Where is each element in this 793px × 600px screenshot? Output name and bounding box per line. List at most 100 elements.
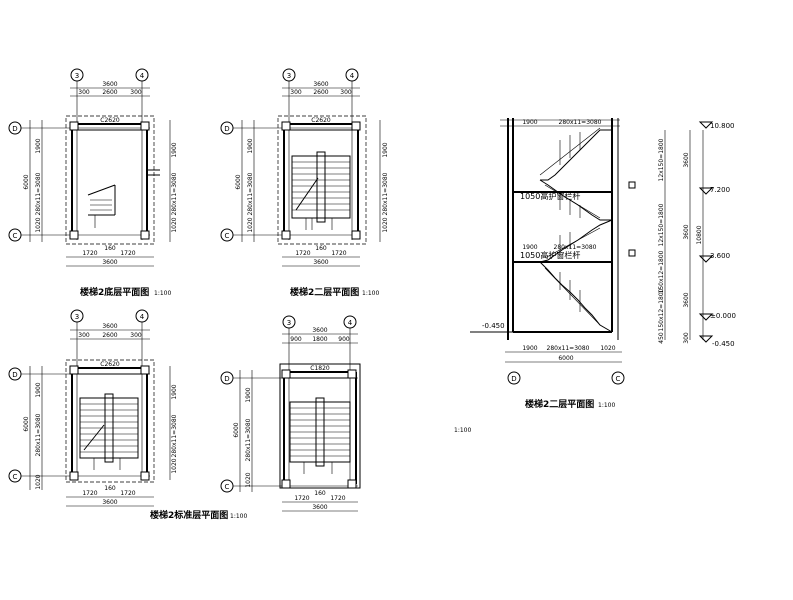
axis-label: C [225,483,230,491]
dim-bot-part: 160 [314,490,326,497]
dim-left-part: 280x11=3080 [35,172,42,215]
dim-left-total: 6000 [235,174,242,189]
dim-vert: 12x150=1800 [658,203,665,246]
dim-vert: 3600 [683,292,690,307]
dim-right-part: 280x11=3080 [171,414,178,457]
plan-scale: 1:100 [362,290,379,297]
plan-top-floor: 3 4 3600 900 1800 900 D C 6000 1900 280x… [220,315,361,512]
axis-label: C [616,375,621,383]
dim-left-part: 1900 [247,138,254,153]
plan-title: 楼梯2二层平面图 [525,398,594,410]
dim-left-part: 280x11=3080 [245,418,252,461]
dim-top-part: 1800 [312,336,327,343]
dim-bot-part: 1720 [295,250,310,257]
plan-title: 楼梯2标准层平面图 [150,509,228,521]
plan-ground-floor: 3 4 3600 300 2600 300 D C 6000 1900 280x… [8,68,178,298]
dim-right-part: 1020 [171,458,178,473]
dim-bot-total: 3600 [313,259,328,266]
dim-bot-total: 3600 [312,504,327,511]
window-tag: C1820 [310,365,330,372]
window-tag: C2620 [100,361,120,368]
dim-bot-part: 1720 [330,495,345,502]
axis-label: 4 [140,72,145,80]
dim-left-total: 6000 [23,416,30,431]
dim-right-part: 1900 [171,384,178,399]
dim-right-part: 1900 [382,142,389,157]
dim-left-part: 1900 [245,387,252,402]
dim-vert: 150x12=1800 [658,250,665,293]
rail-label: 1050高护窗栏杆 [520,250,580,260]
dim-top-total: 3600 [102,81,117,88]
stair-treads [290,407,350,457]
level-ground: -0.450 [482,322,505,330]
window-tag: C2620 [100,117,120,124]
dim-left-part: 1020 [35,217,42,232]
dim-top-part: 900 [290,336,302,343]
axis-label: C [225,232,230,240]
plan-title: 楼梯2底层平面图 [80,286,149,298]
dim-left-part: 1900 [35,138,42,153]
dim-vert: 12x150=1800 [658,138,665,181]
plan-scale: 1:100 [230,513,247,520]
dim-bot-part: 1720 [120,490,135,497]
dim-right-part: 280x11=3080 [171,172,178,215]
rail-label: 1050高护窗栏杆 [520,191,580,201]
dim-top-part: 1900 [522,119,537,126]
axis-label: 4 [350,72,355,80]
dim-left-part: 1020 [245,472,252,487]
plan-scale: 1:100 [154,290,171,297]
axis-label: 4 [140,313,145,321]
stair-flights [539,127,613,333]
axis-label: C [13,232,18,240]
dim-top-total: 3600 [312,327,327,334]
dim-bot-part: 1900 [522,345,537,352]
level-mark: 10.800 [710,122,735,130]
axis-label: 3 [75,313,79,321]
dim-vert: 3600 [683,224,690,239]
dim-mid-part: 280x11=3080 [554,244,597,251]
dim-right-part: 1020 [382,217,389,232]
dim-top-part: 2600 [102,89,117,96]
plan-title: 楼梯2二层平面图 [290,286,359,298]
window-tag: C2620 [311,117,331,124]
dim-left-total: 6000 [23,174,30,189]
plan-typical-floor: 3 4 3600 300 2600 300 D C 6000 1900 280x… [8,309,247,521]
dim-vert: 3600 [683,152,690,167]
plan-scale: 1:100 [598,402,615,409]
dim-bot-total: 3600 [102,259,117,266]
dim-right-part: 1020 [171,217,178,232]
axis-label: D [224,375,229,383]
dim-bot-part: 1720 [331,250,346,257]
dim-right-part: 1900 [171,142,178,157]
dim-left-part: 280x11=3080 [247,172,254,215]
dim-mid-part: 1900 [522,244,537,251]
dim-right-part: 280x11=3080 [382,172,389,215]
axis-label: D [224,125,229,133]
dim-top-part: 2600 [102,332,117,339]
dim-left-total: 6000 [233,422,240,437]
dim-left-part: 1900 [35,382,42,397]
dim-left-part: 1020 [35,474,42,489]
dim-bot-part: 160 [104,485,116,492]
dim-top-part: 300 [290,89,302,96]
dim-left-part: 1020 [247,217,254,232]
dim-top-part: 280x11=3080 [559,119,602,126]
dim-top-part: 900 [338,336,350,343]
dim-top-part: 300 [130,89,142,96]
dim-top-part: 2600 [313,89,328,96]
dim-top-total: 3600 [313,81,328,88]
dim-top-part: 300 [130,332,142,339]
axis-label: D [12,371,17,379]
stair-section: 1900 280x11=3080 [454,118,736,434]
dim-bot-part: 280x11=3080 [547,345,590,352]
dim-bot-part: 1720 [120,250,135,257]
level-mark: 7.200 [710,186,730,194]
dim-vert: 450 [658,332,665,344]
axis-label: D [12,125,17,133]
plan-second-floor: 3 4 3600 300 2600 300 D C 6000 1900 280x… [220,68,389,298]
dim-vert: 300 [683,332,690,344]
axis-label: 3 [75,72,79,80]
stair-treads [292,161,350,211]
